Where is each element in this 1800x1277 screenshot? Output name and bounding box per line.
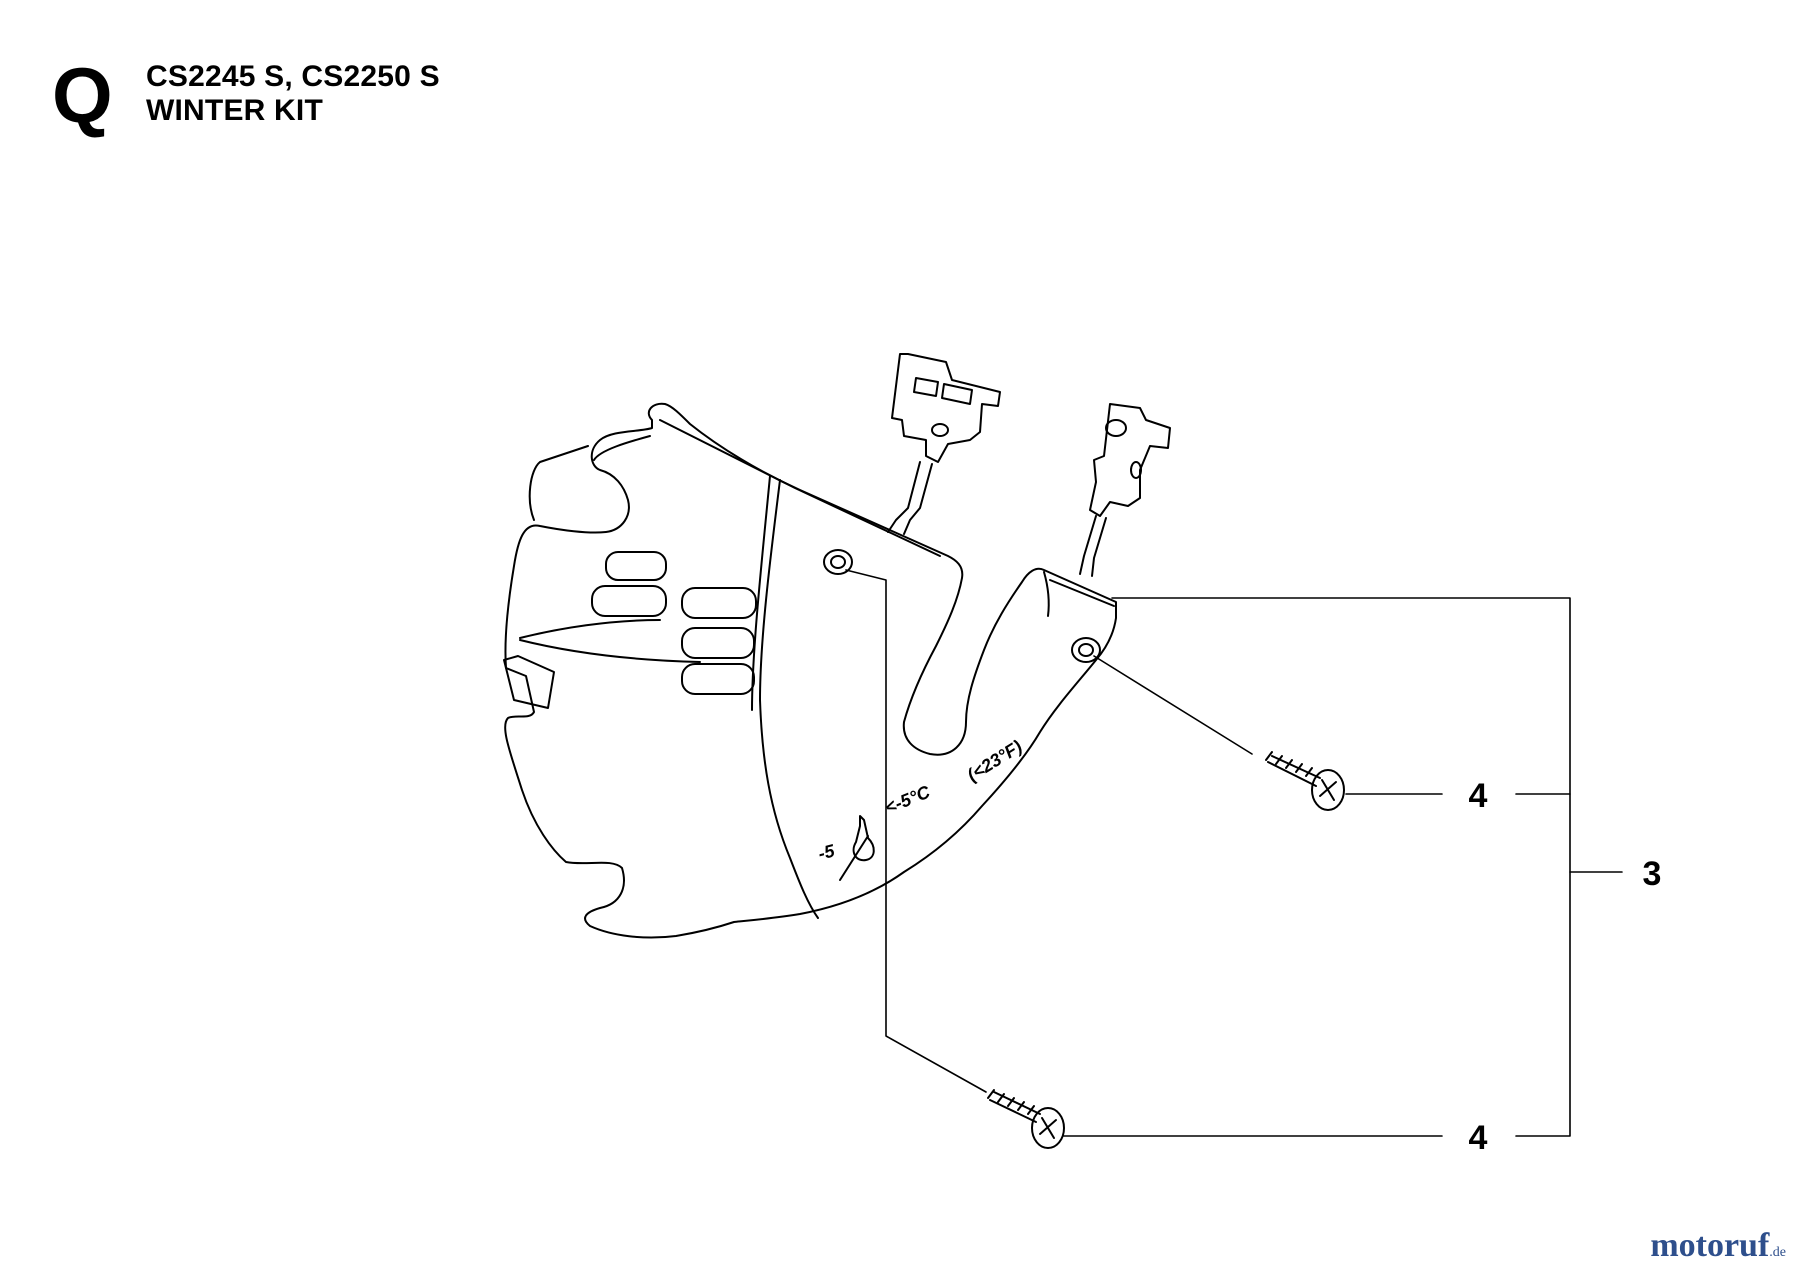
watermark-brand: motoruf bbox=[1650, 1227, 1770, 1264]
callout-screw-upper: 4 bbox=[1469, 777, 1488, 815]
thermometer-icon bbox=[839, 815, 875, 881]
heating-element-connector-right bbox=[1079, 403, 1171, 577]
screw-upper bbox=[1265, 751, 1345, 811]
cover-marking-left: -5 bbox=[816, 840, 837, 864]
callout-screw-lower: 4 bbox=[1469, 1119, 1488, 1157]
model-numbers: CS2245 S, CS2250 S bbox=[146, 60, 440, 93]
cover-marking-middle: <-5°C bbox=[882, 781, 934, 817]
diagram-title: CS2245 S, CS2250 S WINTER KIT bbox=[146, 60, 440, 128]
leader-lines bbox=[845, 569, 1623, 1137]
callout-winter-kit: 3 bbox=[1643, 855, 1662, 893]
watermark-tld: .de bbox=[1769, 1245, 1786, 1260]
section-letter: Q bbox=[52, 51, 113, 139]
watermark-logo: motoruf.de bbox=[1650, 1227, 1786, 1265]
cover-marking-right: (<23°F) bbox=[964, 736, 1026, 785]
winter-cover-plate bbox=[503, 402, 1117, 939]
screw-lower bbox=[987, 1089, 1065, 1149]
kit-name: WINTER KIT bbox=[146, 94, 323, 127]
heating-element-connector-left bbox=[887, 353, 1001, 535]
